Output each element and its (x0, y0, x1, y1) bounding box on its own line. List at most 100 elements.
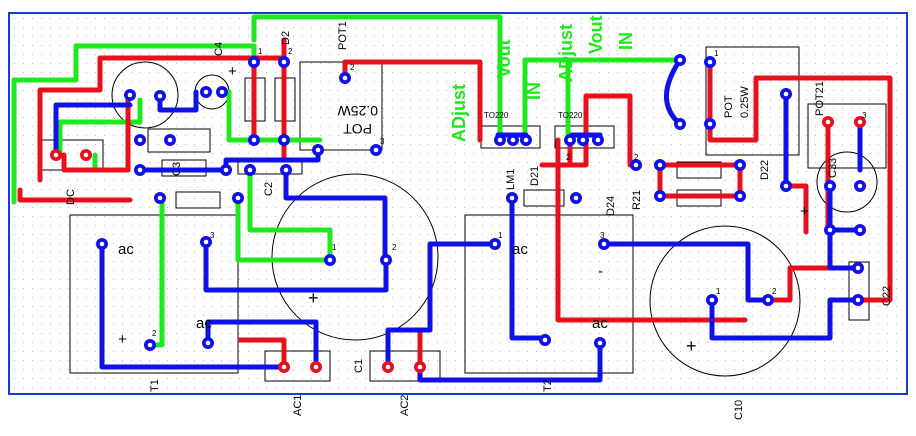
grid-dot (77, 324, 78, 325)
grid-dot (545, 333, 546, 334)
grid-dot (743, 18, 744, 19)
grid-dot (113, 387, 114, 388)
grid-dot (860, 99, 861, 100)
grid-dot (401, 234, 402, 235)
grid-dot (617, 360, 618, 361)
grid-dot (725, 18, 726, 19)
grid-dot (464, 198, 465, 199)
grid-dot (329, 144, 330, 145)
grid-dot (635, 207, 636, 208)
grid-dot (482, 27, 483, 28)
grid-dot (716, 207, 717, 208)
grid-dot (14, 360, 15, 361)
grid-dot (230, 216, 231, 217)
grid-dot (176, 27, 177, 28)
grid-dot (95, 306, 96, 307)
grid-dot (644, 27, 645, 28)
grid-dot (842, 360, 843, 361)
grid-dot (230, 351, 231, 352)
grid-dot (554, 360, 555, 361)
grid-dot (563, 63, 564, 64)
grid-dot (176, 72, 177, 73)
grid-dot (77, 189, 78, 190)
grid-dot (41, 18, 42, 19)
grid-dot (617, 198, 618, 199)
grid-dot (302, 252, 303, 253)
grid-dot (347, 99, 348, 100)
grid-dot (122, 279, 123, 280)
grid-dot (590, 18, 591, 19)
grid-dot (95, 360, 96, 361)
grid-dot (653, 171, 654, 172)
grid-dot (518, 81, 519, 82)
grid-dot (347, 333, 348, 334)
grid-dot (41, 387, 42, 388)
grid-dot (86, 54, 87, 55)
grid-dot (500, 369, 501, 370)
grid-dot (203, 144, 204, 145)
grid-dot (149, 324, 150, 325)
grid-dot (815, 315, 816, 316)
solder-pads (50, 54, 866, 373)
grid-dot (356, 108, 357, 109)
grid-dot (68, 279, 69, 280)
grid-dot (680, 225, 681, 226)
grid-dot (779, 207, 780, 208)
grid-dot (455, 54, 456, 55)
grid-dot (797, 180, 798, 181)
grid-dot (428, 108, 429, 109)
grid-dot (482, 261, 483, 262)
grid-dot (545, 225, 546, 226)
grid-dot (176, 18, 177, 19)
grid-dot (725, 351, 726, 352)
grid-dot (221, 99, 222, 100)
grid-dot (653, 279, 654, 280)
grid-dot (815, 342, 816, 343)
grid-dot (248, 270, 249, 271)
grid-dot (221, 225, 222, 226)
grid-dot (113, 225, 114, 226)
grid-dot (770, 342, 771, 343)
grid-dot (428, 72, 429, 73)
grid-dot (896, 162, 897, 163)
grid-dot (806, 252, 807, 253)
regulator-labels: ADjust Vout IN ADjust Vout IN (449, 15, 636, 142)
grid-dot (293, 297, 294, 298)
grid-dot (545, 297, 546, 298)
grid-dot (698, 342, 699, 343)
grid-dot (590, 90, 591, 91)
grid-dot (356, 45, 357, 46)
grid-dot (365, 315, 366, 316)
grid-dot (347, 117, 348, 118)
grid-dot (329, 81, 330, 82)
grid-dot (410, 99, 411, 100)
grid-dot (689, 369, 690, 370)
grid-dot (761, 108, 762, 109)
grid-dot (698, 72, 699, 73)
grid-dot (563, 27, 564, 28)
grid-dot (581, 207, 582, 208)
grid-dot (167, 360, 168, 361)
grid-dot (239, 180, 240, 181)
grid-dot (14, 27, 15, 28)
grid-dot (761, 45, 762, 46)
grid-dot (761, 135, 762, 136)
grid-dot (653, 99, 654, 100)
grid-dot (734, 18, 735, 19)
grid-dot (626, 225, 627, 226)
grid-dot (797, 27, 798, 28)
grid-dot (32, 252, 33, 253)
grid-dot (203, 126, 204, 127)
grid-dot (572, 207, 573, 208)
grid-dot (392, 243, 393, 244)
grid-dot (455, 45, 456, 46)
grid-dot (536, 117, 537, 118)
grid-dot (797, 153, 798, 154)
grid-dot (374, 90, 375, 91)
grid-dot (581, 234, 582, 235)
grid-dot (860, 333, 861, 334)
grid-dot (59, 216, 60, 217)
grid-dot (257, 171, 258, 172)
grid-dot (644, 234, 645, 235)
grid-dot (329, 387, 330, 388)
